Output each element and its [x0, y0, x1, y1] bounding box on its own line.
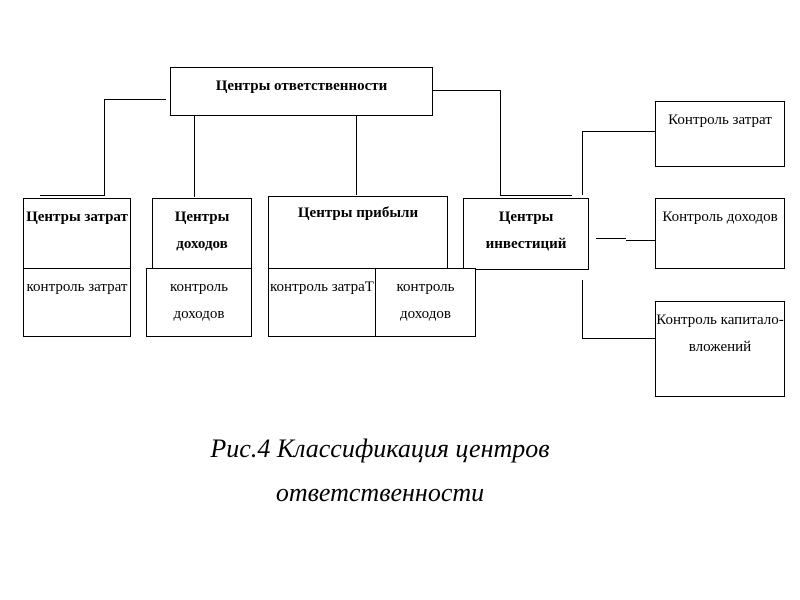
connector [626, 240, 655, 241]
connector [104, 99, 105, 195]
investment-control-capex: Контроль капитало-вложений [655, 301, 785, 397]
connector [194, 115, 195, 197]
connector [500, 90, 501, 196]
connector [582, 131, 655, 132]
connector [582, 280, 583, 338]
control-profit-costs: контроль затраТ [268, 268, 376, 337]
connector [500, 195, 572, 196]
center-costs: Центры затрат [23, 198, 131, 269]
connector [104, 99, 166, 100]
connector [40, 195, 105, 196]
connector [582, 131, 583, 195]
connector [582, 338, 655, 339]
figure-caption-line1: Рис.4 Классификация центров [210, 434, 550, 463]
investment-control-revenue: Контроль доходов [655, 198, 785, 269]
investment-control-costs: Контроль затрат [655, 101, 785, 167]
figure-caption-line2: ответственности [275, 478, 485, 507]
connector [432, 90, 500, 91]
center-profit: Центры прибыли [268, 196, 448, 269]
center-investment: Центры инвестиций [463, 198, 589, 270]
control-profit-revenue: контроль доходов [375, 268, 476, 337]
control-costs: контроль затрат [23, 268, 131, 337]
root-node: Центры ответственности [170, 67, 433, 116]
center-revenue: Центры доходов [152, 198, 252, 269]
connector [356, 115, 357, 195]
connector [596, 238, 626, 239]
control-revenue: контроль доходов [146, 268, 252, 337]
